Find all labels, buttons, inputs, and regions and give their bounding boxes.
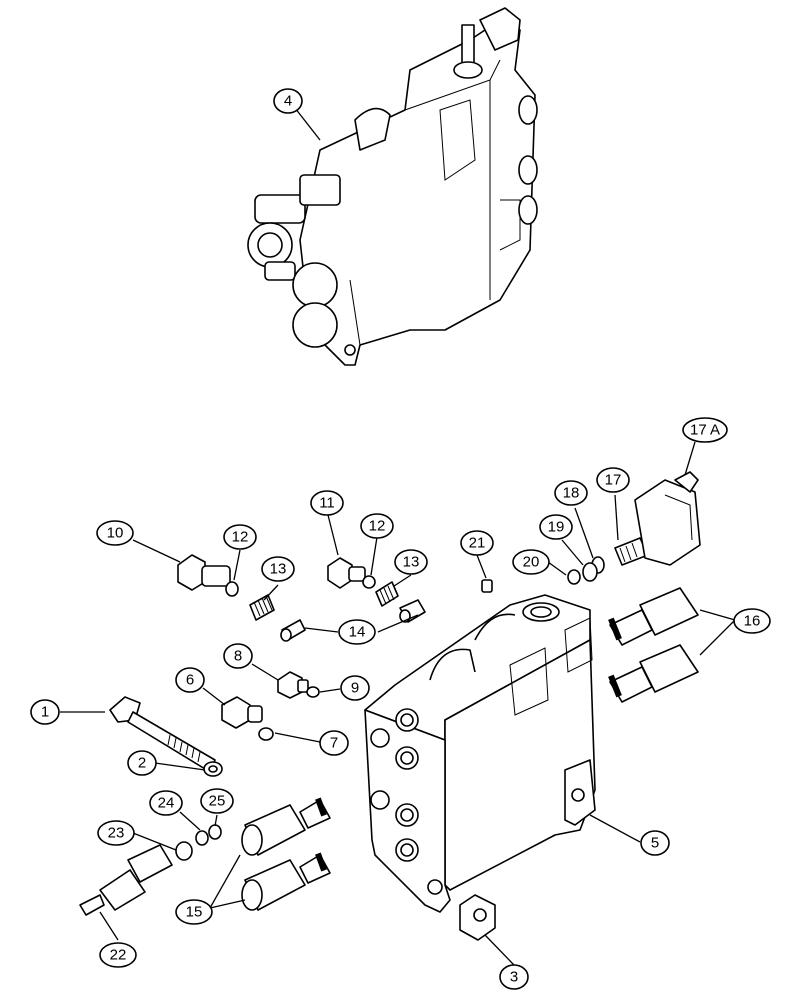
part-spring-13b bbox=[375, 581, 399, 607]
svg-text:16: 16 bbox=[744, 613, 761, 630]
svg-text:24: 24 bbox=[158, 795, 175, 812]
callout-13a: 13 bbox=[261, 556, 295, 582]
callout-25: 25 bbox=[200, 788, 234, 814]
part-fitting-11 bbox=[327, 557, 366, 589]
svg-text:8: 8 bbox=[234, 648, 242, 665]
part-oring-7 bbox=[258, 727, 274, 741]
svg-text:9: 9 bbox=[351, 680, 359, 697]
callout-12a: 12 bbox=[223, 524, 257, 550]
callout-3: 3 bbox=[499, 964, 529, 990]
part-ring-25 bbox=[208, 824, 222, 840]
svg-text:18: 18 bbox=[563, 485, 580, 502]
svg-text:13: 13 bbox=[403, 554, 420, 571]
part-cartridge-15b bbox=[241, 852, 331, 911]
callout-6: 6 bbox=[175, 667, 205, 693]
svg-text:23: 23 bbox=[108, 825, 125, 842]
callout-2: 2 bbox=[127, 750, 157, 776]
svg-text:21: 21 bbox=[469, 535, 486, 552]
svg-text:17: 17 bbox=[605, 472, 622, 489]
part-solenoid-coil-17a bbox=[634, 471, 701, 566]
svg-text:1: 1 bbox=[41, 704, 49, 721]
part-piston-14a bbox=[280, 619, 306, 642]
svg-text:22: 22 bbox=[110, 947, 127, 964]
svg-text:25: 25 bbox=[209, 793, 226, 810]
callout-19: 19 bbox=[539, 514, 573, 540]
part-cartridge-15a bbox=[241, 797, 331, 856]
callout-20: 20 bbox=[512, 549, 550, 575]
callout-12b: 12 bbox=[360, 513, 394, 539]
callout-14: 14 bbox=[338, 619, 376, 645]
svg-text:6: 6 bbox=[186, 672, 194, 689]
callout-1: 1 bbox=[30, 699, 60, 725]
svg-text:11: 11 bbox=[319, 495, 335, 512]
callout-15: 15 bbox=[175, 899, 213, 925]
callout-18: 18 bbox=[554, 480, 588, 506]
callout-10: 10 bbox=[96, 520, 134, 546]
callout-9: 9 bbox=[340, 675, 370, 701]
part-ring-24 bbox=[195, 830, 209, 846]
part-plug-6 bbox=[221, 696, 263, 729]
part-ring-20 bbox=[567, 569, 581, 585]
part-cartridge-16b bbox=[608, 644, 699, 703]
svg-text:7: 7 bbox=[330, 735, 338, 752]
callout-21: 21 bbox=[460, 530, 494, 556]
svg-text:4: 4 bbox=[284, 93, 292, 110]
leader-lines bbox=[60, 107, 736, 966]
callout-22: 22 bbox=[99, 942, 137, 968]
callout-24: 24 bbox=[149, 790, 183, 816]
part-bolt bbox=[109, 696, 216, 773]
svg-text:17 A: 17 A bbox=[690, 422, 720, 439]
part-piston-14b bbox=[399, 599, 426, 623]
callout-23: 23 bbox=[97, 820, 135, 846]
part-spring-13a bbox=[249, 594, 275, 621]
part-screw-21 bbox=[481, 579, 493, 593]
part-oring-9 bbox=[306, 686, 320, 698]
valve-assembly-upper bbox=[247, 7, 538, 366]
svg-text:12: 12 bbox=[232, 529, 249, 546]
part-sensor-22 bbox=[79, 844, 173, 916]
part-ring-19 bbox=[582, 562, 598, 582]
svg-text:15: 15 bbox=[186, 904, 203, 921]
part-oring-12a bbox=[225, 581, 239, 597]
part-oring-12b bbox=[362, 575, 376, 589]
callout-8: 8 bbox=[223, 643, 253, 669]
callout-7: 7 bbox=[319, 730, 349, 756]
part-ring-23 bbox=[175, 841, 193, 861]
callout-17: 17 bbox=[596, 467, 630, 493]
callout-4: 4 bbox=[273, 88, 303, 114]
svg-text:3: 3 bbox=[510, 969, 518, 986]
svg-text:20: 20 bbox=[523, 554, 540, 571]
svg-text:19: 19 bbox=[548, 519, 565, 536]
valve-body-lower bbox=[364, 594, 596, 913]
callout-11: 11 bbox=[310, 490, 344, 516]
svg-text:13: 13 bbox=[270, 561, 287, 578]
svg-text:2: 2 bbox=[138, 755, 146, 772]
callout-16: 16 bbox=[733, 608, 771, 634]
callout-13b: 13 bbox=[394, 549, 428, 575]
callout-5: 5 bbox=[640, 830, 670, 856]
part-washer bbox=[203, 761, 223, 777]
part-nut bbox=[459, 894, 496, 941]
callout-17a: 17 A bbox=[682, 417, 728, 443]
svg-text:12: 12 bbox=[369, 518, 386, 535]
part-fitting-10 bbox=[177, 554, 231, 591]
svg-text:10: 10 bbox=[107, 525, 124, 542]
part-plug-8 bbox=[277, 671, 309, 699]
part-cartridge-16a bbox=[608, 587, 699, 646]
svg-text:14: 14 bbox=[349, 624, 366, 641]
svg-text:5: 5 bbox=[651, 835, 659, 852]
